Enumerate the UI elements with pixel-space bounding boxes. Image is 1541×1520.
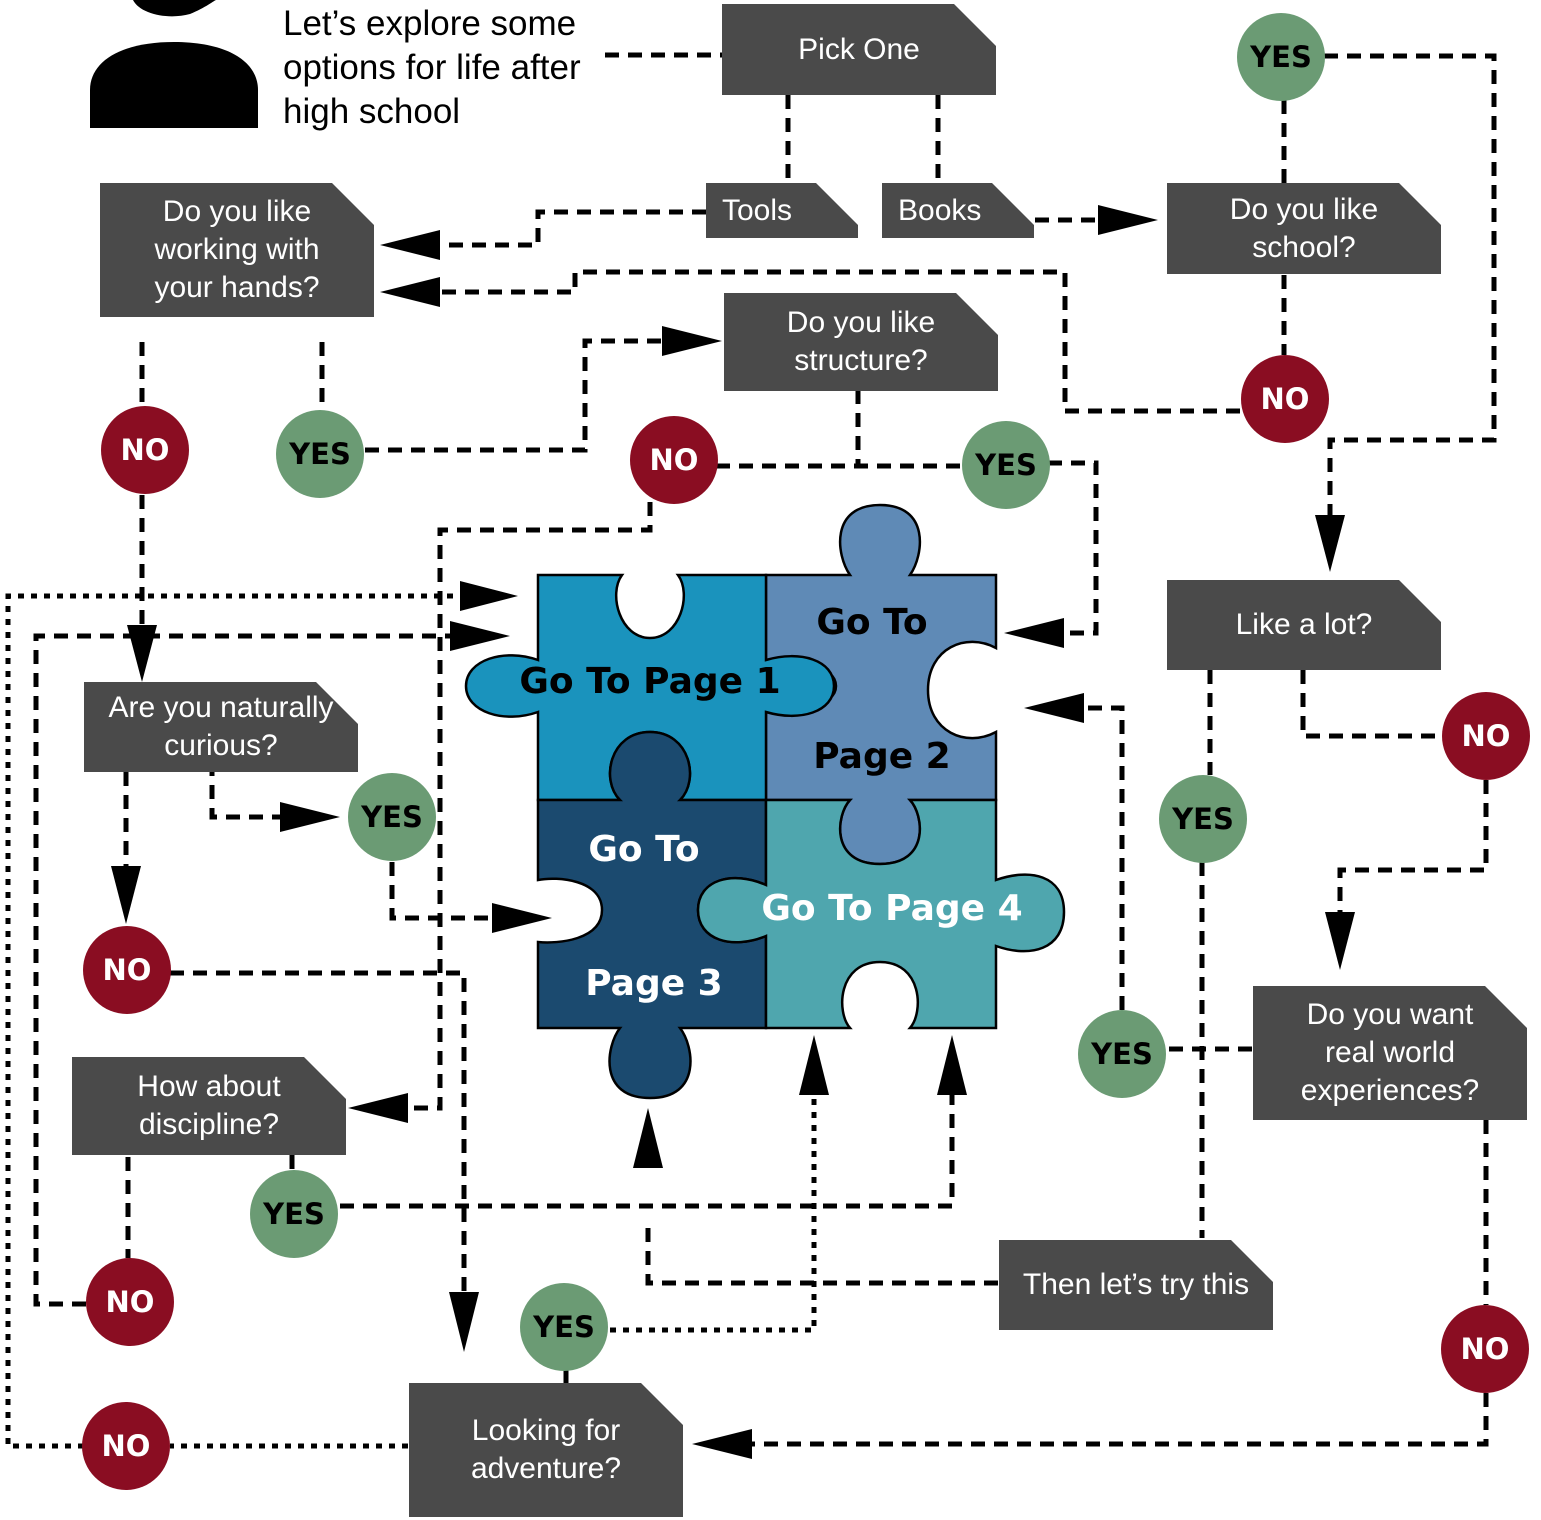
structure-question-box: Do you like structure?: [724, 293, 998, 391]
yes-circle-top: YES: [1237, 13, 1325, 101]
arrowhead-curious: [127, 625, 157, 682]
discipline-question-box: How about discipline?: [72, 1057, 346, 1155]
arrowhead-page2-2: [1024, 693, 1084, 723]
arrowhead-page1-2: [450, 621, 510, 651]
no-circle-hands: NO: [101, 406, 189, 494]
no-circle-school: NO: [1241, 355, 1329, 443]
puzzle-label-page1: Go To Page 1: [519, 661, 780, 702]
puzzle-label-page3-bottom: Page 3: [585, 963, 722, 1004]
no-circle-curious: NO: [83, 926, 171, 1014]
no-circle-like-a-lot: NO: [1442, 692, 1530, 780]
no-circle-discipline: NO: [86, 1258, 174, 1346]
arrowhead-page1-1: [460, 581, 518, 611]
no-circle-adventure: NO: [82, 1402, 170, 1490]
connector-structyes-page2: [1048, 460, 1099, 636]
connector-curiousyes-page3: [389, 862, 492, 921]
arrowhead-realworld: [1325, 912, 1355, 970]
connector-curiousno-adventure: [170, 970, 467, 1292]
puzzle-piece-4: [696, 798, 1066, 1030]
yes-circle-structure: YES: [962, 421, 1050, 509]
connector-disciplineyes-page4: [340, 1095, 955, 1209]
arrowhead-adventure-1: [449, 1292, 479, 1352]
arrowhead-school: [1098, 205, 1158, 235]
intro-text: Let’s explore some options for life afte…: [283, 4, 581, 131]
arrowhead-page3-bottom: [633, 1108, 663, 1168]
connector-structure-split: [716, 390, 962, 469]
connector-likealotno-realworld: [1337, 780, 1489, 912]
arrowhead-curious-yes: [280, 802, 340, 832]
yes-circle-hands: YES: [276, 410, 364, 498]
yes-circle-adventure: YES: [520, 1283, 608, 1371]
books-box[interactable]: Books: [882, 183, 1034, 238]
like-a-lot-question-box: Like a lot?: [1167, 580, 1441, 670]
connector-school-no-hands: [438, 269, 1240, 414]
puzzle-label-page2-top: Go To: [816, 602, 927, 643]
arrowhead-page4-b: [937, 1035, 967, 1095]
arrowhead-structure: [662, 326, 722, 356]
arrowhead-page3: [492, 903, 552, 933]
adventure-question-box: Looking for adventure?: [409, 1383, 683, 1517]
connector-curious-yes: [209, 762, 280, 820]
no-circle-real-world: NO: [1441, 1305, 1529, 1393]
arrowhead-hands-2: [380, 277, 440, 307]
connector-adventureno-page1: [5, 593, 460, 1449]
school-question-box: Do you like school?: [1167, 183, 1441, 274]
connector-realworldno-adventure: [752, 1393, 1489, 1447]
connector-realworldyes-page2: [1084, 705, 1125, 1010]
no-circle-structure: NO: [630, 416, 718, 504]
yes-circle-discipline: YES: [250, 1170, 338, 1258]
arrowhead-page4-a: [799, 1035, 829, 1095]
hands-question-box: Do you like working with your hands?: [100, 183, 374, 317]
real-world-question-box: Do you want real world experiences?: [1253, 986, 1527, 1120]
arrowhead-adventure-2: [692, 1429, 752, 1459]
connector-tools-hands: [438, 209, 706, 248]
arrowhead-discipline: [348, 1093, 408, 1123]
arrowhead-curious-no: [111, 866, 141, 924]
connector-trythis-page3: [645, 1228, 998, 1286]
puzzle-label-page4: Go To Page 4: [761, 888, 1022, 929]
puzzle-label-page3-top: Go To: [588, 829, 699, 870]
arrowhead-page2-1: [1004, 618, 1064, 648]
try-this-box: Then let’s try this: [999, 1240, 1273, 1330]
connector-yes-likealot: [1324, 53, 1497, 515]
yes-circle-curious: YES: [348, 773, 436, 861]
connector-structno-discipline: [408, 502, 653, 1111]
puzzle-label-page2-bottom: Page 2: [813, 736, 950, 777]
yes-circle-real-world: YES: [1078, 1010, 1166, 1098]
pick-one-box: Pick One: [722, 4, 996, 95]
curious-question-box: Are you naturally curious?: [84, 682, 358, 772]
arrowhead-hands-1: [380, 230, 440, 260]
connector-adventureyes-page4: [610, 1095, 817, 1333]
arrowhead-likealot: [1315, 515, 1345, 572]
yes-circle-like-a-lot: YES: [1159, 775, 1247, 863]
connector-disciplineno-page1: [33, 633, 450, 1307]
